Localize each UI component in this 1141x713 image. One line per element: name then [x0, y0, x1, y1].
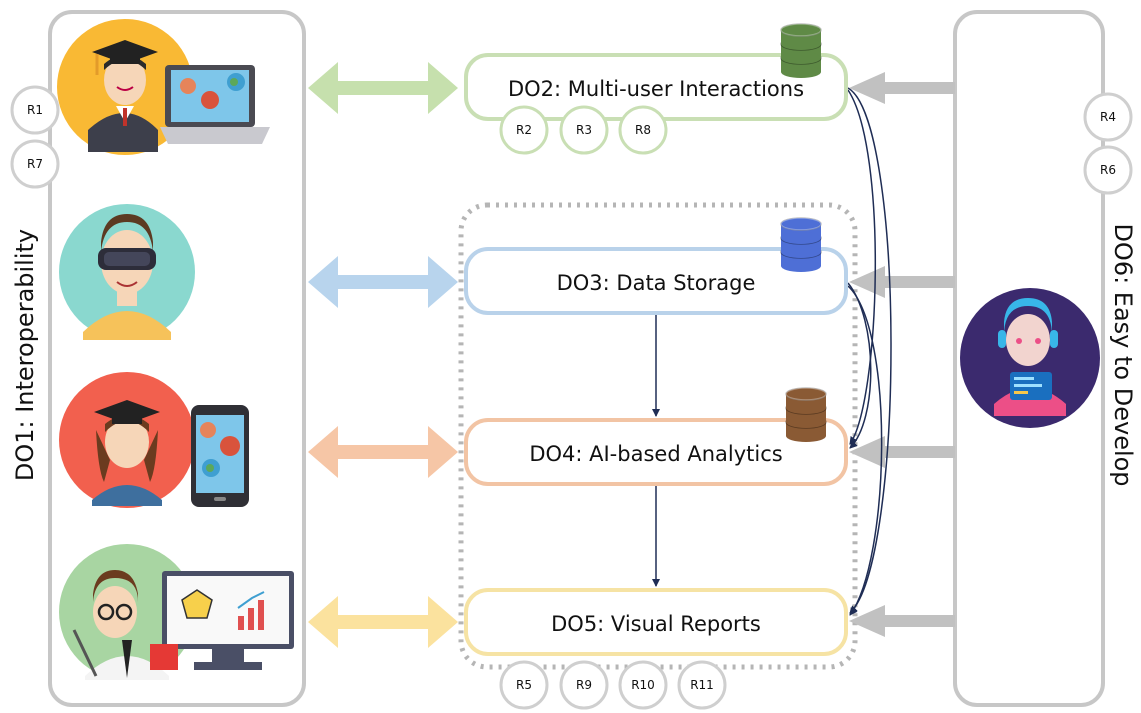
develop-arrows: [849, 72, 955, 637]
do1-requirements: R1 R7: [10, 85, 60, 189]
svg-text:R6: R6: [1100, 163, 1116, 177]
requirement-badge: R2: [499, 105, 549, 155]
do3-label: DO3: Data Storage: [557, 271, 756, 295]
student-phone-icon: [59, 372, 249, 508]
requirement-badge: R6: [1083, 145, 1133, 195]
database-icon: [780, 217, 822, 272]
do4-label: DO4: AI-based Analytics: [529, 442, 782, 466]
requirement-badge: R11: [677, 660, 727, 710]
do2-requirements: R2 R3 R8: [499, 105, 668, 155]
do3-box: DO3: Data Storage: [464, 247, 848, 315]
do1-title: DO1: Interoperability: [11, 229, 39, 481]
svg-text:R8: R8: [635, 123, 651, 137]
graduate-laptop-icon: [57, 19, 270, 155]
database-icon: [785, 387, 827, 442]
do5-box: DO5: Visual Reports: [464, 588, 848, 656]
requirement-badge: R8: [618, 105, 668, 155]
double-arrow: [308, 62, 458, 114]
database-icon: [780, 23, 822, 78]
svg-text:R10: R10: [631, 678, 655, 692]
svg-text:R7: R7: [27, 157, 43, 171]
interop-arrows: [308, 62, 458, 648]
teacher-dashboard-icon: [59, 544, 294, 680]
requirement-badge: R7: [10, 139, 60, 189]
svg-text:R2: R2: [516, 123, 532, 137]
svg-text:R1: R1: [27, 103, 43, 117]
requirement-badge: R1: [10, 85, 60, 135]
do2-box: DO2: Multi-user Interactions: [464, 53, 848, 121]
do6-requirements: R4 R6: [1083, 92, 1133, 195]
vr-headset-user-icon: [59, 204, 195, 340]
requirement-badge: R5: [499, 660, 549, 710]
svg-text:R5: R5: [516, 678, 532, 692]
do4-box: DO4: AI-based Analytics: [464, 418, 848, 486]
do6-title: DO6: Easy to Develop: [1109, 223, 1137, 486]
svg-text:R3: R3: [576, 123, 592, 137]
svg-text:R4: R4: [1100, 110, 1116, 124]
double-arrow: [308, 596, 458, 648]
double-arrow: [308, 426, 458, 478]
requirement-badge: R9: [559, 660, 609, 710]
double-arrow: [308, 256, 458, 308]
do5-label: DO5: Visual Reports: [551, 612, 761, 636]
developer-icon: [960, 288, 1100, 428]
group-requirements: R5 R9 R10 R11: [499, 660, 727, 710]
requirement-badge: R4: [1083, 92, 1133, 142]
flow-connectors: [652, 87, 892, 616]
svg-text:R9: R9: [576, 678, 592, 692]
requirement-badge: R3: [559, 105, 609, 155]
svg-text:R11: R11: [690, 678, 714, 692]
do1-panel: [48, 10, 306, 707]
requirement-badge: R10: [618, 660, 668, 710]
do2-label: DO2: Multi-user Interactions: [508, 77, 804, 101]
